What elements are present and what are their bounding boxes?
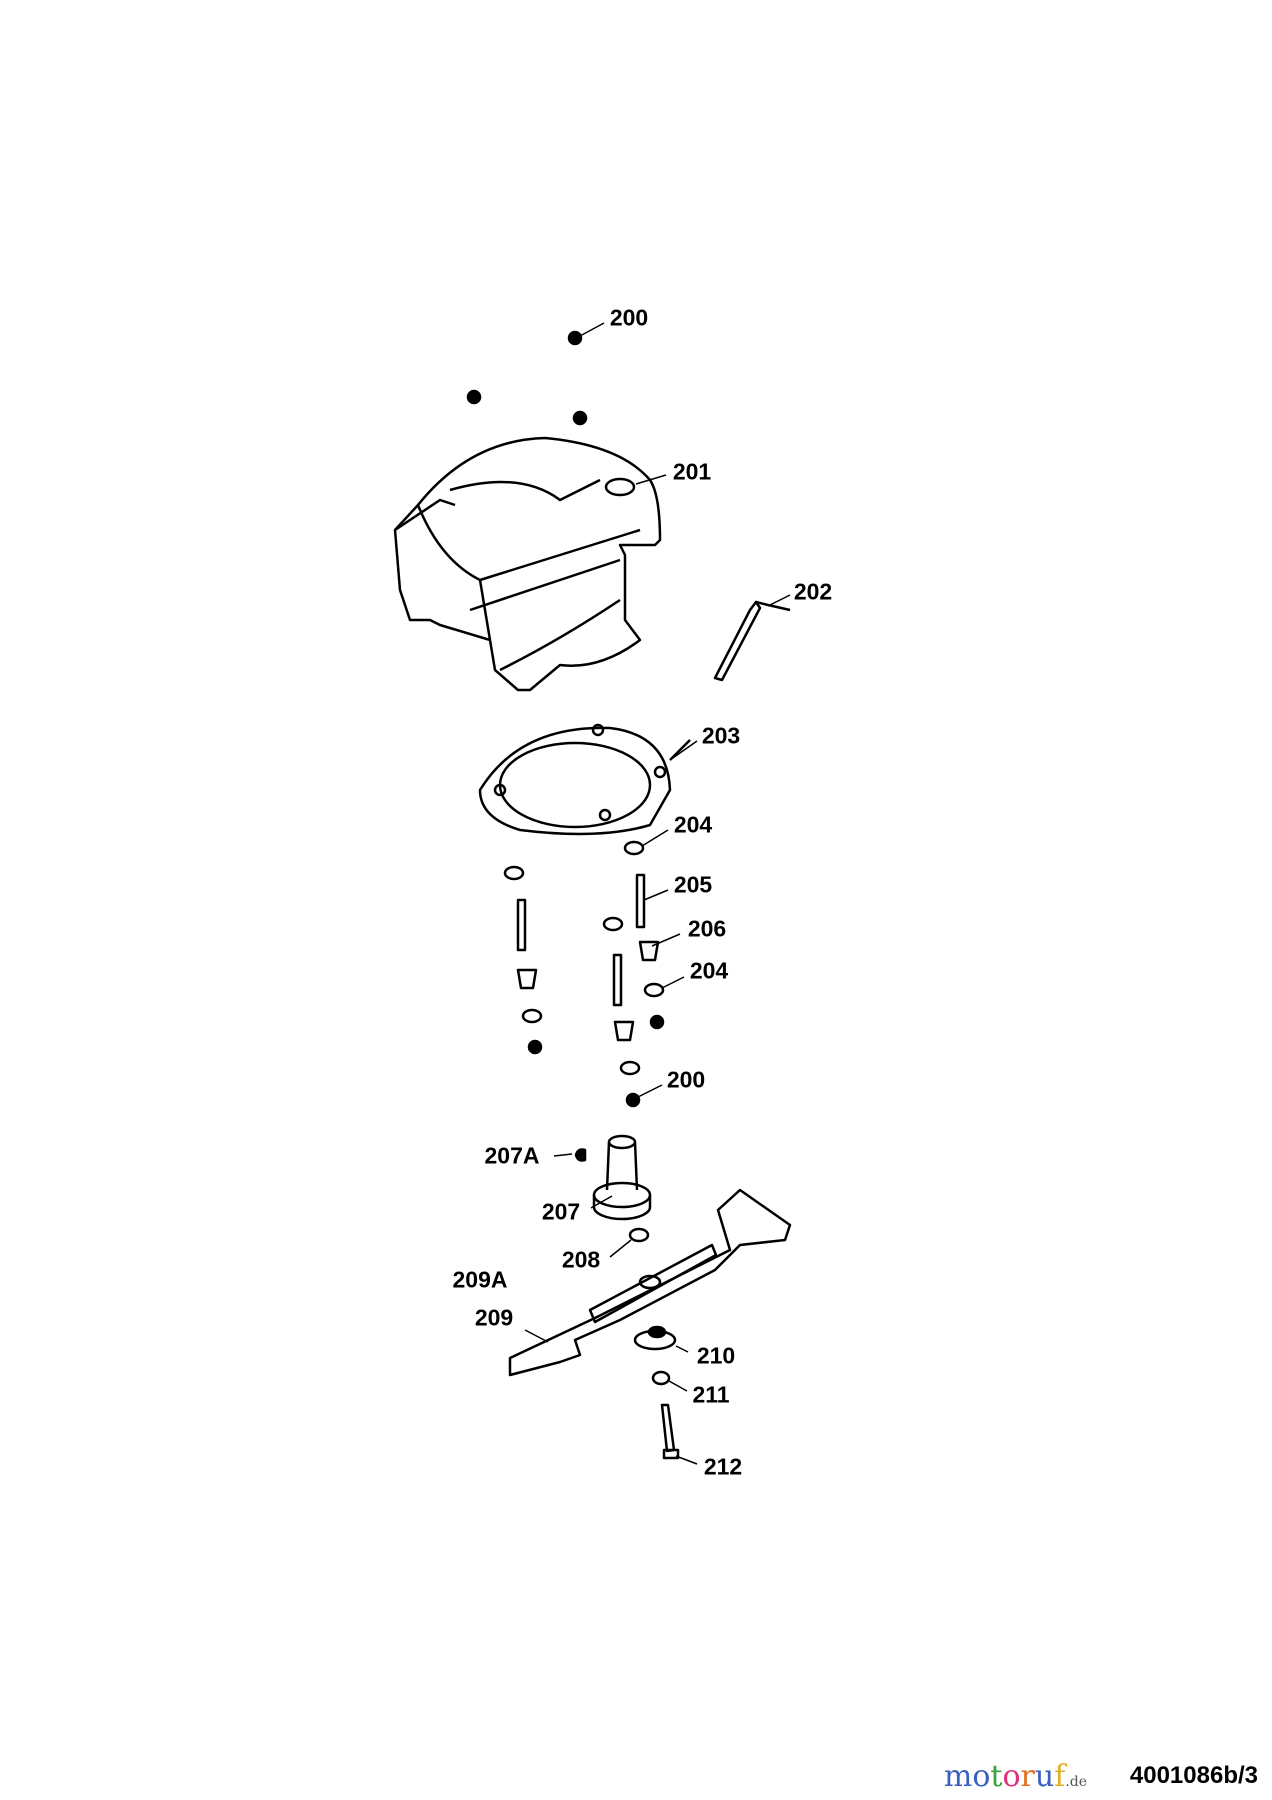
- blade-holder-drawing: [592, 1134, 652, 1221]
- part-label-201: 201: [672, 458, 712, 485]
- key-drawing: [574, 1148, 587, 1162]
- part-label-202: 202: [793, 578, 833, 605]
- part-label-210: 210: [696, 1342, 736, 1369]
- part-label-206: 206: [687, 915, 727, 942]
- watermark-logo: motoruf.de: [943, 1759, 1087, 1794]
- dipstick-drawing: [713, 600, 791, 682]
- stud-bolt-icon: [516, 873, 660, 1042]
- blade-drawing: [508, 1188, 792, 1377]
- part-label-208: 208: [561, 1246, 601, 1273]
- part-label-211: 211: [692, 1381, 730, 1408]
- part-label-209a: 209A: [452, 1266, 508, 1293]
- part-label-204: 204: [673, 811, 713, 838]
- part-label-212: 212: [703, 1453, 743, 1480]
- part-label-200: 200: [609, 304, 649, 331]
- blade-clamp-drawing: [633, 1325, 677, 1351]
- part-label-200b: 200: [666, 1066, 706, 1093]
- washer-icon: [503, 840, 671, 1386]
- part-label-203: 203: [701, 722, 741, 749]
- part-label-204b: 204: [689, 957, 729, 984]
- drawing-code: 4001086b/3: [1129, 1762, 1258, 1789]
- part-label-209: 209: [474, 1304, 514, 1331]
- part-label-207: 207: [541, 1198, 581, 1225]
- nut-icon: [466, 330, 588, 426]
- adapter-ring-drawing: [478, 723, 691, 836]
- blade-bolt-drawing: [660, 1403, 680, 1460]
- part-label-207a: 207A: [484, 1142, 540, 1169]
- engine-drawing: [393, 436, 662, 692]
- leader-lines: [524, 322, 791, 1465]
- part-label-205: 205: [673, 871, 713, 898]
- nut-icon: [527, 1014, 665, 1108]
